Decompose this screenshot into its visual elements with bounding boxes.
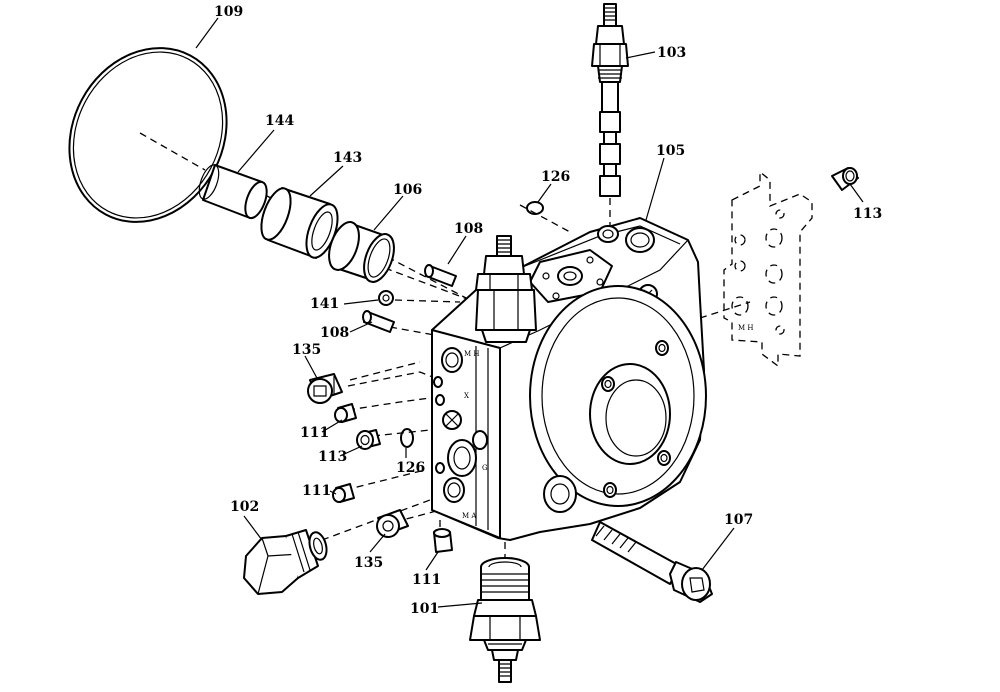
callout-103: 103: [657, 45, 686, 61]
hex-plug-102: [243, 529, 328, 595]
plug-111-bottom: [433, 528, 453, 553]
pin-108-upper: [424, 264, 457, 287]
port-mark-mh: M H: [464, 350, 480, 358]
callout-126-top: 126: [541, 169, 570, 185]
callout-111-upper: 111: [300, 425, 329, 441]
port-mark-g: G: [482, 464, 488, 472]
callout-144: 144: [265, 113, 294, 129]
sleeve-144: [198, 164, 268, 220]
bushing-143: [260, 187, 339, 259]
cover-bolts: [601, 340, 671, 498]
callouts: 109 144 143 106 103 105 126 113 108 141 …: [214, 4, 882, 617]
valve-stem-103: [591, 3, 629, 197]
callout-101: 101: [410, 601, 439, 617]
bolt-107: [591, 521, 713, 603]
callout-108-lower: 108: [320, 325, 349, 341]
callout-111-middle: 111: [302, 483, 331, 499]
o-ring-126-middle: [400, 428, 414, 448]
valve-101: [469, 557, 541, 683]
port-mark-x: X: [464, 392, 469, 400]
o-ring-126-top: [526, 201, 544, 215]
plug-111-middle: [332, 483, 355, 503]
plug-111-upper: [334, 403, 357, 423]
callout-113-middle: 113: [318, 449, 347, 465]
callout-126-middle: 126: [396, 460, 425, 476]
housing-105: M H X G M A: [431, 217, 707, 541]
plug-135-upper: [307, 373, 343, 404]
callout-109: 109: [214, 4, 243, 20]
callout-106: 106: [393, 182, 422, 198]
plug-113-middle: [356, 429, 381, 450]
callout-113-top: 113: [853, 206, 882, 222]
pin-108-lower: [362, 310, 395, 333]
callout-135-lower: 135: [354, 555, 383, 571]
ring-106: [328, 221, 395, 283]
svg-text:M H: M H: [738, 324, 754, 332]
cap-113-top: [831, 167, 859, 191]
callout-108-upper: 108: [454, 221, 483, 237]
plug-141: [378, 290, 394, 306]
callout-105: 105: [656, 143, 685, 159]
callout-143: 143: [333, 150, 362, 166]
leader-lines: [195, 17, 864, 608]
callout-102: 102: [230, 499, 259, 515]
plug-135-lower: [376, 509, 409, 538]
callout-141: 141: [310, 296, 339, 312]
o-ring-109: [68, 47, 228, 223]
callout-107: 107: [724, 512, 753, 528]
pressure-valve-top: [475, 235, 537, 343]
callout-135-upper: 135: [292, 342, 321, 358]
callout-111-bottom: 111: [412, 572, 441, 588]
port-mark-ma: M A: [462, 512, 477, 520]
gasket-dashed-plate: M H: [723, 170, 813, 368]
